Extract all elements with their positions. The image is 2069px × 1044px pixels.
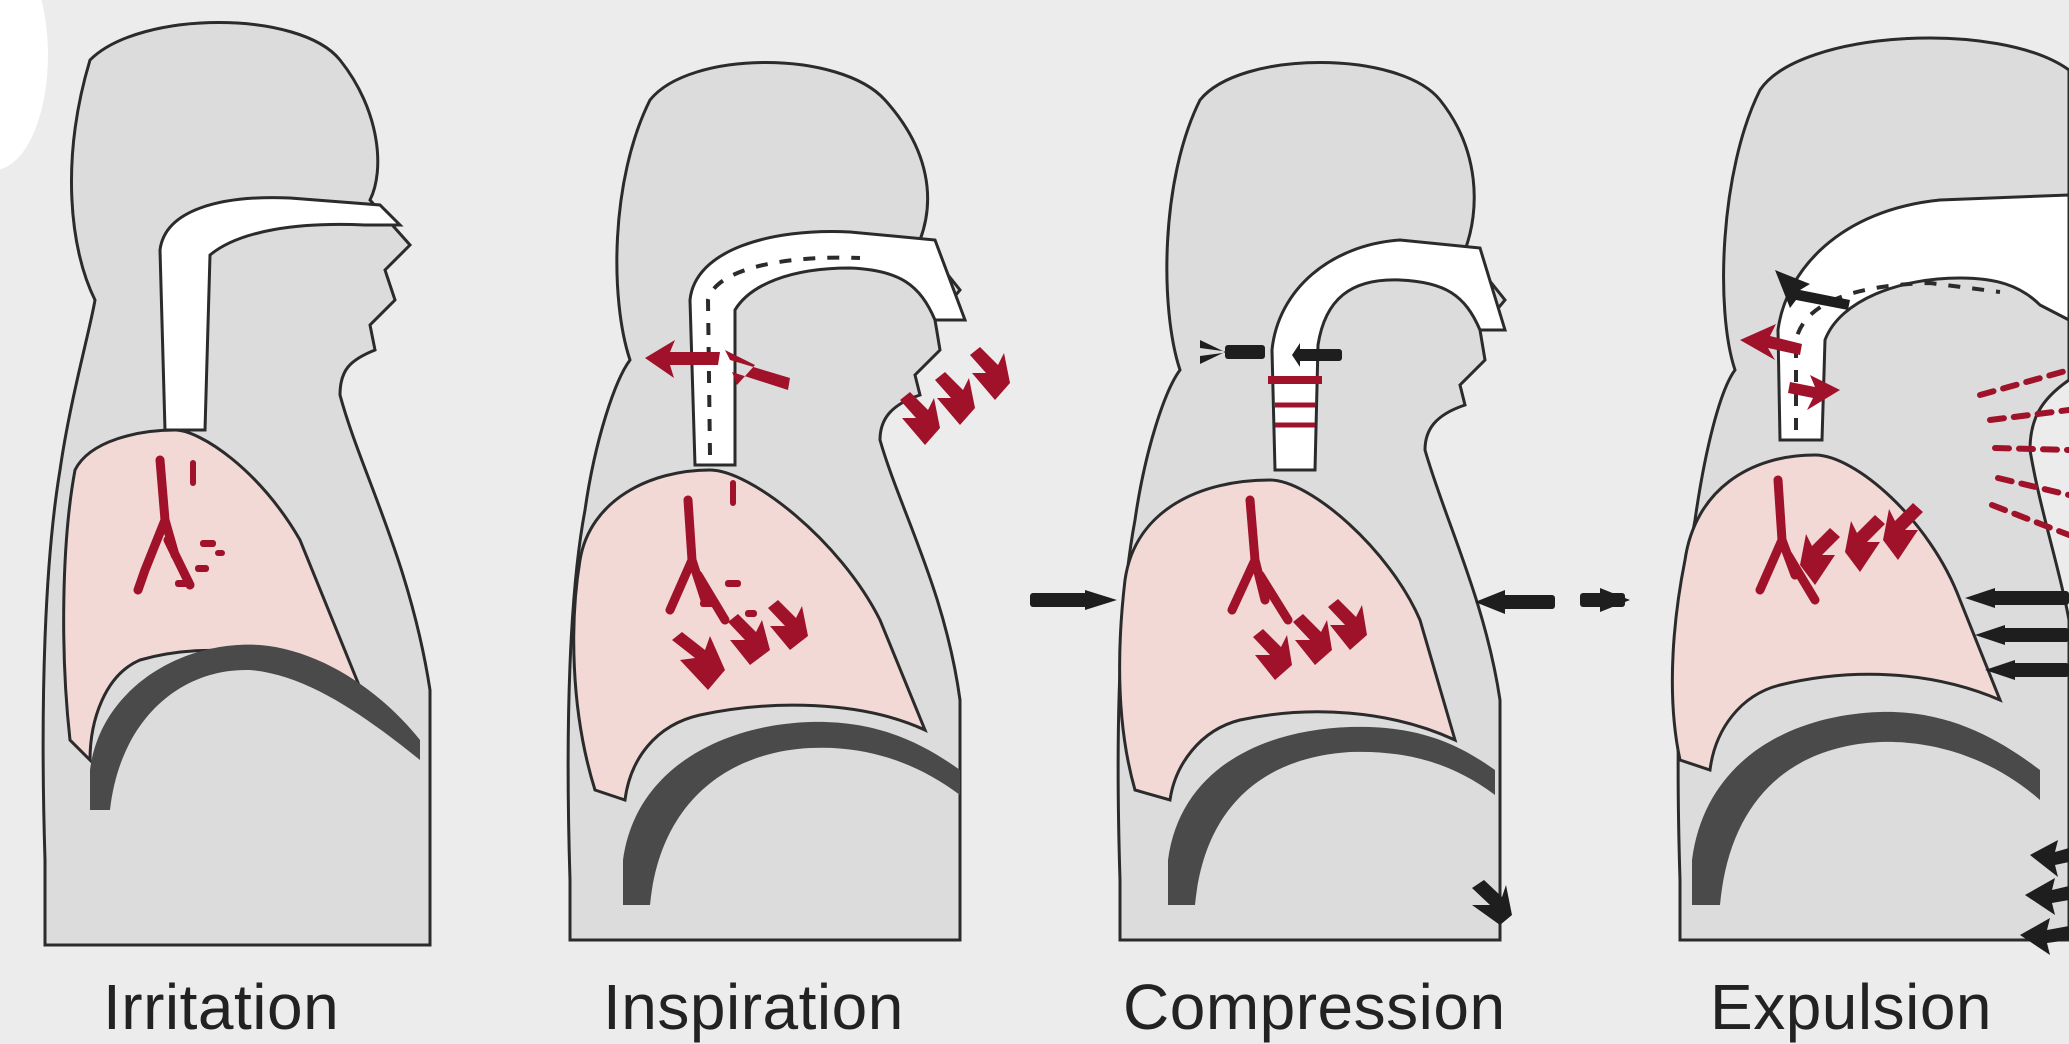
stage-label-inspiration: Inspiration	[603, 970, 904, 1044]
irritation-panel: Irritation	[0, 0, 480, 1044]
stage-label-compression: Compression	[1123, 970, 1506, 1044]
compression-panel: Compression	[1060, 0, 1600, 1044]
inspiration-panel: Inspiration	[540, 0, 1060, 1044]
stage-label-irritation: Irritation	[103, 970, 339, 1044]
expulsion-stage-figure	[1600, 0, 2069, 960]
stage-label-expulsion: Expulsion	[1710, 970, 1992, 1044]
expulsion-panel: Expulsion	[1600, 0, 2069, 1044]
inspiration-stage-figure	[540, 0, 1060, 960]
irritation-stage-figure	[0, 0, 480, 960]
compression-stage-figure	[1060, 0, 1600, 960]
